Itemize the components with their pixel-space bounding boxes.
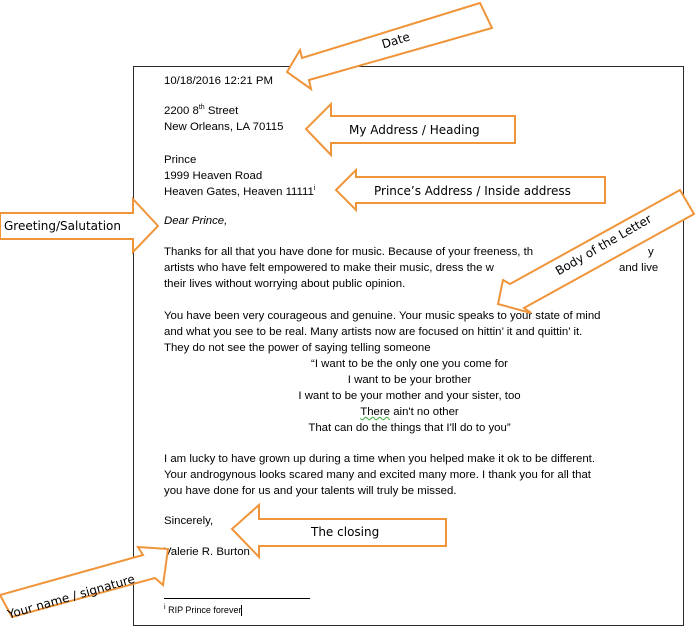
body-arrow [496,188,696,314]
heading-line-2: New Orleans, LA 70115 [164,121,284,133]
body-p3-line-3: you have done for us and your talents wi… [164,485,457,497]
heading-line-1: 2200 8th Street [164,104,239,117]
body-p3-line-1: I am lucky to have grown up during a tim… [164,453,595,465]
body-p1-line-2-tail: and live [619,262,659,274]
body-p1-line-1-tail: y [648,246,654,258]
quote-line-3: I want to be your mother and your sister… [298,390,521,402]
body-p2-line-1: You have been very courageous and genuin… [164,310,601,322]
body-p2-line-2: and what you see to be real. Many artist… [164,326,583,338]
quote-line-2: I want to be your brother [347,374,472,386]
annotation-inside-address: Prince’s Address / Inside address [374,184,571,198]
annotation-salutation: Greeting/Salutation [4,219,121,233]
annotation-closing: The closing [311,525,380,539]
letter-date: 10/18/2016 12:21 PM [164,75,273,87]
inside-address-arrow [334,167,606,213]
footnote-separator [164,598,310,599]
inside-address-street: 1999 Heaven Road [164,170,263,182]
body-p3-line-2: Your androgynous looks scared many and e… [164,469,591,481]
heading-arrow [304,101,516,158]
salutation: Dear Prince, [164,215,228,227]
body-p1-line-3: their lives without worrying about publi… [164,278,406,290]
closing-arrow [230,502,447,560]
footnote: i RIP Prince forever [164,604,243,617]
body-p1-line-1: Thanks for all that you have done for mu… [164,246,534,258]
quote-line-4: There ain't no other [360,406,459,418]
spellcheck-word: There [360,406,391,418]
date-arrow [285,1,494,92]
signature-arrow [0,545,170,618]
annotation-heading: My Address / Heading [349,123,480,137]
text-cursor [241,605,243,617]
body-p2-line-3: They do not see the power of saying tell… [164,342,431,354]
quote-line-5: That can do the things that I'll do to y… [308,422,511,434]
inside-address-city: Heaven Gates, Heaven 11111i [164,185,316,198]
quote-line-1: “I want to be the only one you come for [311,358,508,370]
salutation-arrow [0,196,160,255]
inside-address-name: Prince [164,154,197,166]
closing: Sincerely, [164,515,214,527]
body-p1-line-2: artists who have felt empowered to make … [164,262,494,274]
signature: Valerie R. Burton [164,546,250,558]
